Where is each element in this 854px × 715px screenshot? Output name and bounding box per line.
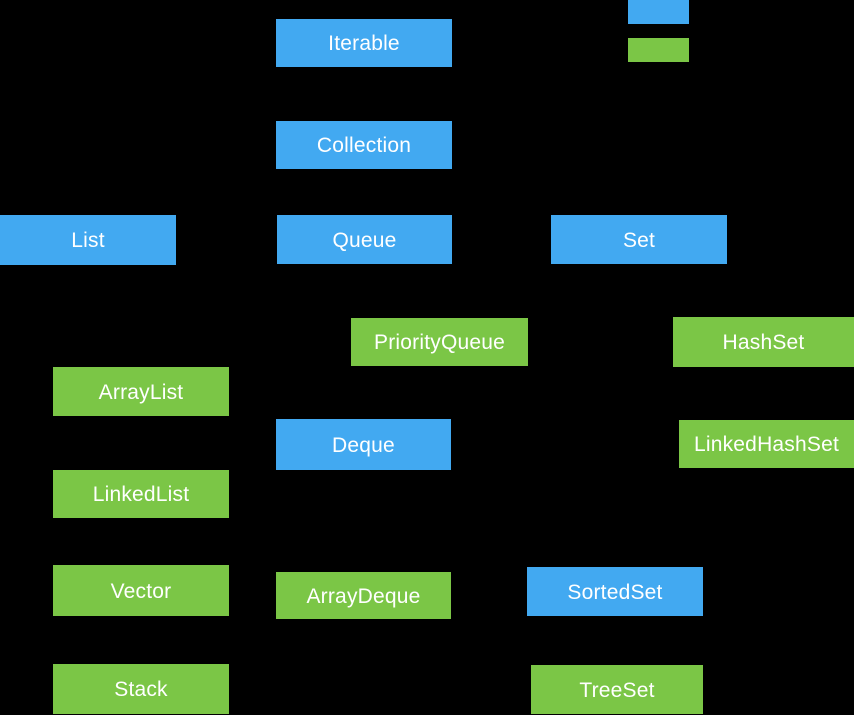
legend-swatch-green	[628, 38, 689, 62]
legend-swatch-blue	[628, 0, 689, 24]
node-treeset: TreeSet	[531, 665, 703, 714]
node-list: List	[0, 215, 176, 265]
node-queue: Queue	[277, 215, 452, 264]
node-vector: Vector	[53, 565, 229, 616]
node-stack: Stack	[53, 664, 229, 714]
node-set: Set	[551, 215, 727, 264]
node-hashset: HashSet	[673, 317, 854, 367]
node-sortedset: SortedSet	[527, 567, 703, 616]
node-arraydeque: ArrayDeque	[276, 572, 451, 619]
node-linkedhashset: LinkedHashSet	[679, 420, 854, 468]
node-priorityqueue: PriorityQueue	[351, 318, 528, 366]
node-collection: Collection	[276, 121, 452, 169]
node-deque: Deque	[276, 419, 451, 470]
node-iterable: Iterable	[276, 19, 452, 67]
node-arraylist: ArrayList	[53, 367, 229, 416]
node-linkedlist: LinkedList	[53, 470, 229, 518]
